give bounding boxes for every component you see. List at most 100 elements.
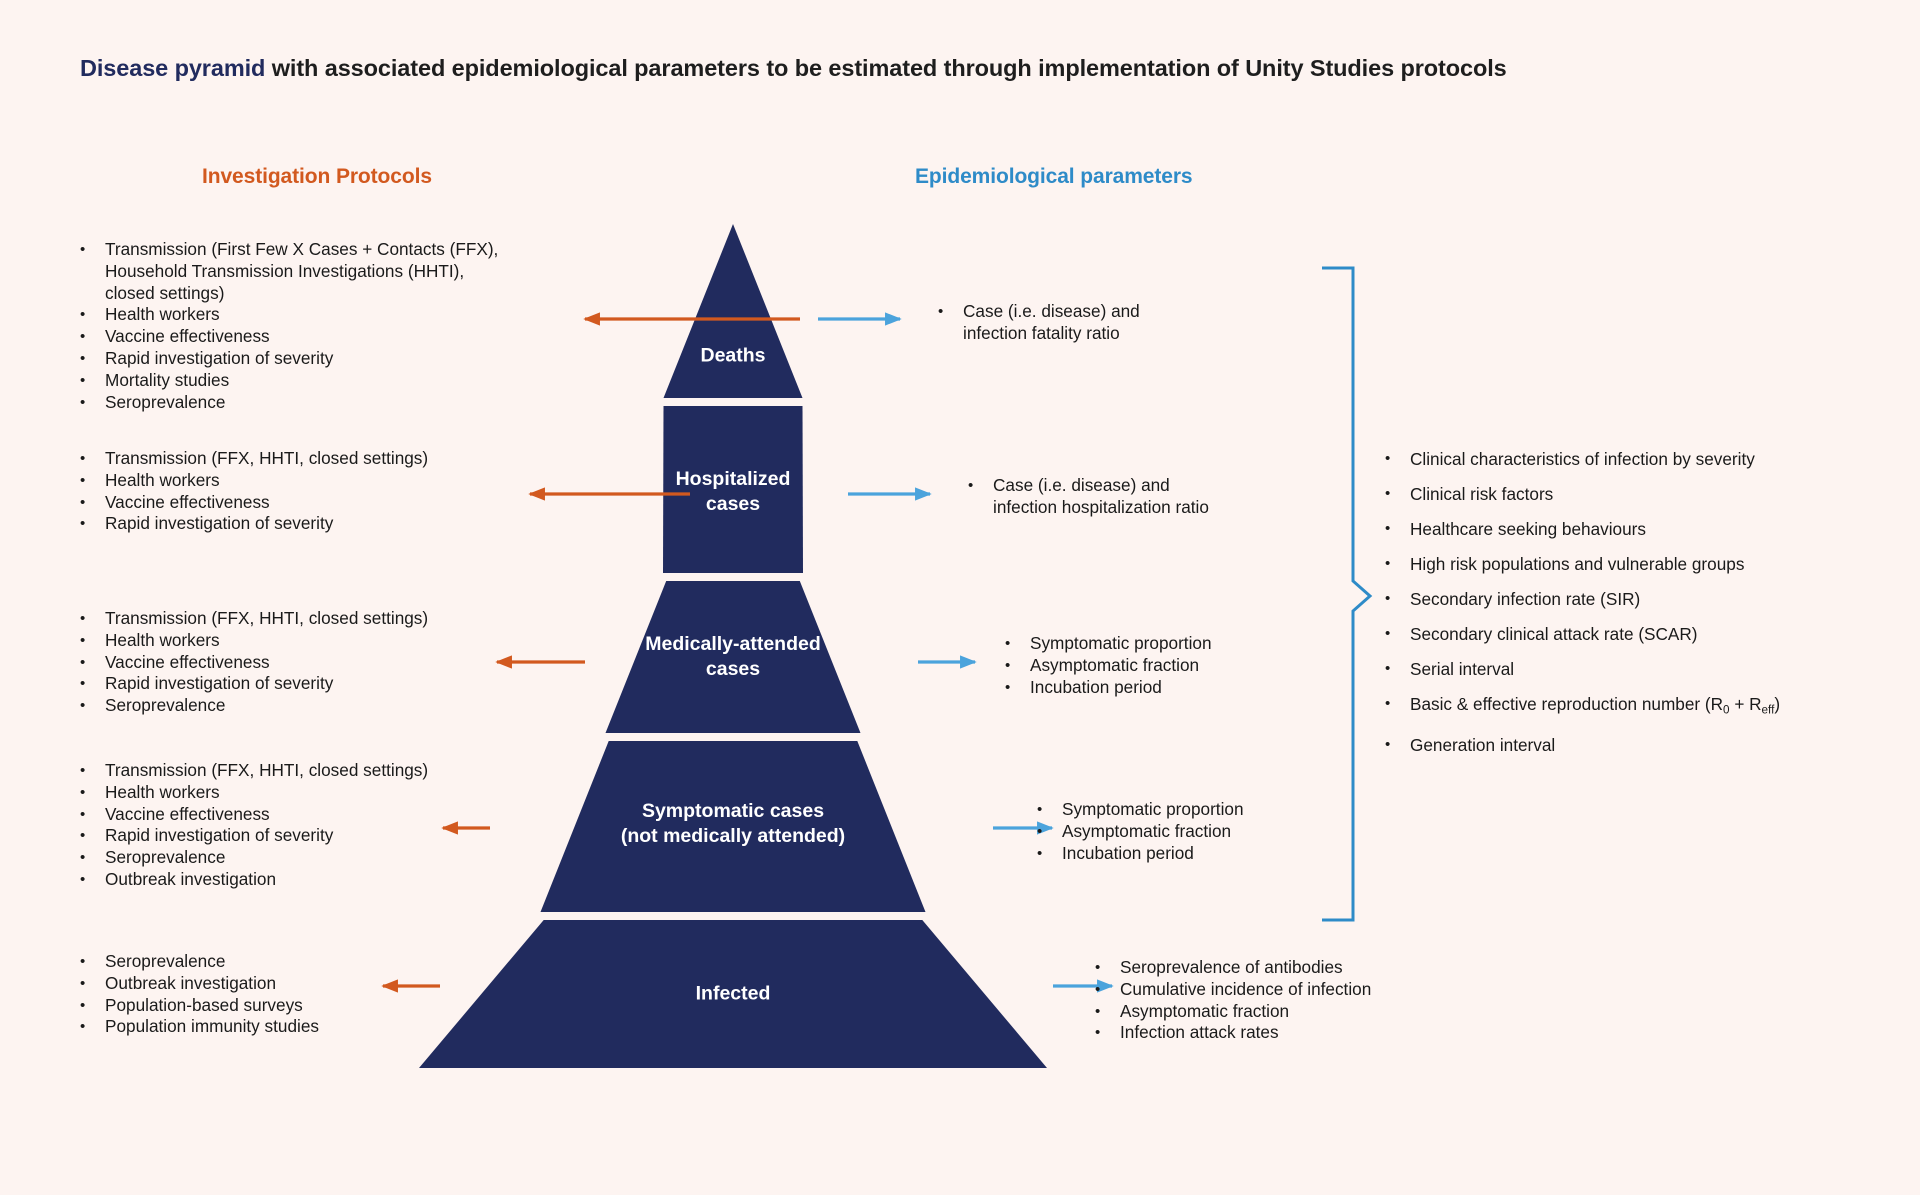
bullet-glyph-icon: • xyxy=(80,1018,86,1036)
list-item: •Asymptomatic fraction xyxy=(1095,1001,1455,1023)
bullet-glyph-icon: • xyxy=(80,328,86,346)
bullet-glyph-icon: • xyxy=(80,610,86,627)
parameter-list-symptomatic: •Symptomatic proportion•Asymptomatic fra… xyxy=(1037,799,1377,864)
parameter-list-hospitalized: • Case (i.e. disease) and infection hospi… xyxy=(968,475,1368,519)
list-item-label: Rapid investigation of severity xyxy=(105,825,334,846)
bullet-glyph-icon: • xyxy=(80,675,86,693)
bullet-glyph-icon: • xyxy=(938,303,944,320)
list-item-label: Transmission (FFX, HHTI, closed settings… xyxy=(105,760,429,780)
bullet-glyph-icon: • xyxy=(80,631,86,649)
bullet-glyph-icon: • xyxy=(80,974,86,992)
page-title-rest: with associated epidemiological paramete… xyxy=(265,55,1507,81)
list-item-label: Asymptomatic fraction xyxy=(1030,654,1200,675)
list-item-label: Vaccine effectiveness xyxy=(105,491,270,512)
bullet-glyph-icon: • xyxy=(80,515,86,533)
bullet-glyph-icon: • xyxy=(1385,555,1391,572)
protocol-list-deaths: •Transmission (First Few X Cases + Conta… xyxy=(80,239,560,413)
pyramid-tier-infected xyxy=(419,920,1047,1068)
list-item-label: Seroprevalence xyxy=(105,391,226,412)
list-item-label: Seroprevalence xyxy=(105,695,226,716)
pyramid-tier-deaths xyxy=(663,224,803,398)
list-item: •Mortality studies xyxy=(80,370,560,392)
list-item: • Seroprevalence xyxy=(80,392,560,414)
bullet-glyph-icon: • xyxy=(80,349,86,367)
bullet-glyph-icon: • xyxy=(1037,801,1043,818)
list-item-label: High risk populations and vulnerable gro… xyxy=(1410,554,1745,574)
bullet-glyph-icon: • xyxy=(80,783,86,801)
list-item-label: Healthcare seeking behaviours xyxy=(1410,519,1646,539)
list-item: • Vaccine effectiveness xyxy=(80,492,560,514)
bullet-glyph-icon: • xyxy=(80,450,86,467)
bullet-glyph-icon: • xyxy=(1095,959,1101,976)
list-item-label: Case (i.e. disease) and infection fatali… xyxy=(963,301,1140,343)
bullet-glyph-icon: • xyxy=(80,996,86,1014)
bullet-glyph-icon: • xyxy=(1037,844,1043,862)
list-item: •Health workers xyxy=(80,470,560,492)
list-item-label: Transmission (FFX, HHTI, closed settings… xyxy=(105,608,429,628)
list-item: • Rapid investigation of severity xyxy=(80,513,560,535)
bullet-glyph-icon: • xyxy=(80,493,86,511)
list-item: • Asymptomatic fraction xyxy=(1005,655,1345,677)
list-item: •Transmission (First Few X Cases + Conta… xyxy=(80,239,560,304)
list-item: •Secondary infection rate (SIR) xyxy=(1385,588,1865,610)
list-item: •Cumulative incidence of infection xyxy=(1095,979,1455,1001)
list-item-label: Rapid investigation of severity xyxy=(105,347,334,368)
list-item: • Transmission (FFX, HHTI, closed setting… xyxy=(80,760,560,782)
page-title: Disease pyramid with associated epidemio… xyxy=(80,55,1780,82)
column-heading-epidemiological-parameters: Epidemiological parameters xyxy=(915,165,1193,188)
list-item-label: Case (i.e. disease) and infection hospit… xyxy=(993,475,1209,517)
list-item: •Secondary clinical attack rate (SCAR) xyxy=(1385,623,1865,645)
list-item: •Seroprevalence of antibodies xyxy=(1095,957,1455,979)
list-item: •Rapid investigation of severity xyxy=(80,673,560,695)
list-item-label: Secondary clinical attack rate (SCAR) xyxy=(1410,624,1698,644)
pyramid-tier-medically-attended xyxy=(605,581,861,733)
list-item-label: Population-based surveys xyxy=(105,994,303,1015)
list-item-label: Seroprevalence xyxy=(105,951,226,971)
bullet-glyph-icon: • xyxy=(80,393,86,411)
list-item: •Health workers xyxy=(80,630,560,652)
list-item: •Clinical risk factors xyxy=(1385,483,1865,505)
list-item-label: Vaccine effectiveness xyxy=(105,651,270,672)
list-item: •Infection attack rates xyxy=(1095,1022,1455,1044)
list-item: • Vaccine effectiveness xyxy=(80,326,560,348)
list-item-label: Basic & effective reproduction number (R… xyxy=(1410,694,1781,717)
list-item: •Clinical characteristics of infection b… xyxy=(1385,448,1865,470)
bullet-glyph-icon: • xyxy=(1037,822,1043,840)
bullet-glyph-icon: • xyxy=(1005,635,1011,652)
list-item: •Serial interval xyxy=(1385,658,1865,680)
list-item: • Generation interval xyxy=(1385,734,1865,756)
parameter-list-infected: •Seroprevalence of antibodies•Cumulative… xyxy=(1095,957,1455,1044)
page-title-accent: Disease pyramid xyxy=(80,55,266,81)
bullet-glyph-icon: • xyxy=(1385,695,1391,712)
list-item: • Incubation period xyxy=(1037,843,1377,865)
list-item-label: Seroprevalence xyxy=(105,847,226,868)
list-item: • High risk populations and vulnerable gr… xyxy=(1385,553,1865,575)
parameter-list-deaths: • Case (i.e. disease) and infection fatal… xyxy=(938,301,1328,345)
parameter-list-medically-attended: •Symptomatic proportion•Asymptomatic fra… xyxy=(1005,633,1345,698)
list-item: •Outbreak investigation xyxy=(80,869,560,891)
list-item: •Vaccine effectiveness xyxy=(80,652,560,674)
list-item-label: Vaccine effectiveness xyxy=(105,326,270,347)
bullet-glyph-icon: • xyxy=(1005,656,1011,674)
list-item-label: Rapid investigation of severity xyxy=(105,513,334,534)
bullet-glyph-icon: • xyxy=(1385,736,1391,754)
list-item-label: Mortality studies xyxy=(105,369,230,390)
list-item-label: Generation interval xyxy=(1410,735,1556,756)
list-item-label: Cumulative incidence of infection xyxy=(1120,978,1372,999)
pyramid-tier-symptomatic xyxy=(540,741,926,912)
pyramid-tier-hospitalized-body xyxy=(663,406,803,573)
orange-arrow-group xyxy=(381,312,800,993)
bullet-glyph-icon: • xyxy=(1005,678,1011,696)
bullet-glyph-icon: • xyxy=(80,870,86,888)
bullet-glyph-icon: • xyxy=(80,762,86,779)
list-item-label: Serial interval xyxy=(1410,659,1515,679)
list-item-label: Incubation period xyxy=(1062,842,1194,863)
protocol-list-infected: • Seroprevalence • Outbreak investigation • P… xyxy=(80,951,560,1038)
bullet-glyph-icon: • xyxy=(968,477,974,494)
bullet-glyph-icon: • xyxy=(1385,590,1391,607)
list-item-label: Outbreak investigation xyxy=(105,972,277,993)
list-item: • Rapid investigation of severity xyxy=(80,348,560,370)
bullet-glyph-icon: • xyxy=(80,241,86,258)
